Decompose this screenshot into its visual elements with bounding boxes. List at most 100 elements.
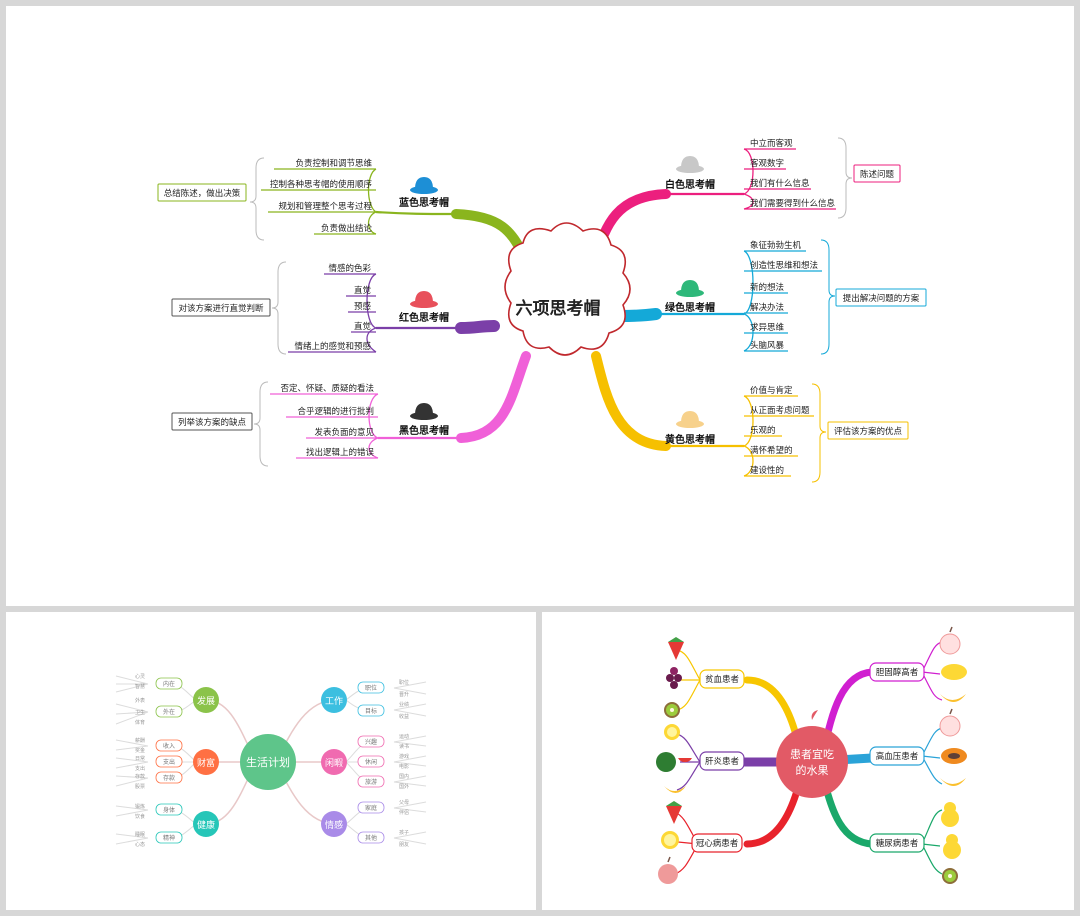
white-note: 陈述问题	[860, 169, 895, 180]
red-item: 预感	[354, 301, 372, 312]
yellow-item: 从正面考虑问题	[750, 405, 810, 416]
fruit-center-title: 患者宜吃	[790, 747, 834, 761]
life-leaf: 晋升	[399, 691, 409, 698]
strawberry-icon	[668, 642, 684, 660]
blue-hat-icon	[410, 177, 438, 194]
kiwi-icon-2	[942, 868, 958, 884]
green-item: 解决办法	[750, 302, 784, 313]
fruit-label-hepatitis: 肝炎患者	[705, 756, 740, 767]
life-leaf: 业绩	[399, 701, 409, 708]
yellow-sub-lines	[741, 395, 814, 477]
white-item: 我们需要得到什么信息	[750, 198, 836, 209]
life-node-health	[193, 811, 219, 837]
life-plan-mindmap: 生活计划 发展 财富 健康 工作 闲暇 情感 内在 外在 收入 支出 存款 身体…	[115, 673, 427, 848]
yellow-hat-icon	[676, 411, 704, 428]
banana-icon	[664, 786, 686, 793]
apple-icon	[658, 856, 678, 884]
life-leaf: 睡眠	[135, 831, 145, 838]
green-hat-icon	[676, 280, 704, 297]
mango-icon	[941, 664, 967, 680]
life-leaf: 智慧	[135, 683, 145, 690]
life-leaf: 存款	[135, 773, 145, 780]
life-leaf: 国内	[399, 773, 409, 780]
life-sub-label: 支出	[163, 758, 175, 766]
fruit-label-bp: 高血压患者	[876, 751, 919, 762]
blue-item: 负责控制和调节思维	[295, 158, 372, 169]
blue-hat-title: 蓝色思考帽	[399, 196, 449, 209]
green-item: 头脑风暴	[750, 340, 785, 351]
banana-icon-2	[940, 694, 966, 702]
red-item: 直觉	[354, 321, 372, 332]
life-leaf: 伴侣	[399, 809, 409, 816]
green-item: 求异思维	[750, 322, 785, 333]
center-cloud	[504, 222, 631, 356]
life-leaf: 游戏	[399, 753, 409, 760]
red-note: 对该方案进行直觉判断	[178, 303, 264, 314]
life-node-leisure	[321, 749, 347, 775]
life-node-label: 闲暇	[325, 758, 343, 769]
life-sub-label: 身体	[163, 806, 175, 814]
life-leaf: 国外	[399, 783, 409, 790]
white-hat-title: 白色思考帽	[665, 178, 715, 191]
life-sub-label: 收入	[163, 742, 175, 750]
life-node-label: 发展	[197, 695, 215, 707]
life-node-label: 情感	[325, 819, 343, 831]
life-leaf: 心灵	[135, 673, 145, 680]
life-center-title: 生活计划	[246, 755, 290, 769]
red-sub-lines	[288, 273, 379, 353]
watermelon-icon	[656, 752, 692, 772]
yellow-branch	[591, 351, 671, 451]
fruit-mindmap: 患者宜吃 的水果 贫血患者 肝炎患者 冠心病患者 胆固醇高者 高血压患者 糖尿病…	[656, 626, 967, 884]
green-item: 新的想法	[750, 282, 784, 293]
green-branch	[615, 308, 662, 322]
yellow-hat-title: 黄色思考帽	[665, 433, 715, 446]
lemon-icon	[664, 724, 680, 740]
black-note: 列举该方案的缺点	[178, 417, 247, 428]
fruit-center-node	[776, 726, 848, 798]
life-leaf: 心态	[135, 841, 145, 848]
yellow-item: 建设性的	[750, 465, 784, 476]
red-hat-icon	[410, 291, 438, 308]
life-leaf: 奖金	[135, 747, 145, 754]
life-center-node	[240, 734, 296, 790]
white-item: 我们有什么信息	[750, 178, 810, 189]
fruit-label-heart: 冠心病患者	[696, 838, 739, 849]
apple-icon-2	[939, 626, 961, 655]
life-node-wealth	[193, 749, 219, 775]
life-leaf: 朋友	[399, 841, 409, 848]
grape-icon	[666, 667, 682, 689]
apple-leaf-icon	[811, 710, 818, 720]
red-item: 情感的色彩	[328, 263, 371, 274]
red-item: 直觉	[354, 285, 372, 296]
life-leaf: 收益	[399, 713, 409, 720]
blue-note: 总结陈述，做出决策	[164, 188, 241, 199]
life-leaf: 体育	[135, 719, 145, 726]
black-item: 发表负面的意见	[314, 427, 374, 438]
blue-item: 负责做出结论	[321, 223, 373, 234]
yellow-item: 乐观的	[750, 425, 776, 436]
green-sub-lines	[741, 250, 822, 352]
life-sub-label: 精神	[163, 834, 175, 842]
blue-item: 规划和管理整个思考过程	[278, 201, 372, 212]
life-sub-label: 职位	[365, 684, 377, 692]
apple-icon-3	[939, 708, 961, 737]
white-item: 客观数字	[750, 158, 784, 169]
black-hat-title: 黑色思考帽	[399, 424, 449, 437]
life-sub-label: 存款	[163, 774, 175, 782]
green-hat-title: 绿色思考帽	[665, 301, 715, 314]
green-item: 象征勃勃生机	[750, 240, 802, 251]
fruit-label-anemia: 贫血患者	[705, 674, 740, 685]
fruit-panel: 患者宜吃 的水果 贫血患者 肝炎患者 冠心病患者 胆固醇高者 高血压患者 糖尿病…	[542, 612, 1074, 910]
six-hats-mindmap: 六项思考帽 蓝色思考帽 负责控制和调节思维 控制各种思考帽的使用顺序 规划和管理…	[157, 137, 927, 483]
red-branch	[455, 320, 500, 334]
life-leaf: 支出	[135, 765, 145, 772]
fruit-label-cholesterol: 胆固醇高者	[876, 667, 919, 678]
fruit-label-diabetes: 糖尿病患者	[876, 838, 919, 849]
life-leaf: 饮食	[135, 813, 145, 820]
life-node-work	[321, 687, 347, 713]
pear-icon	[941, 802, 959, 827]
lemon-icon-2	[661, 831, 679, 849]
red-hat-title: 红色思考帽	[399, 311, 449, 324]
life-plan-panel: 生活计划 发展 财富 健康 工作 闲暇 情感 内在 外在 收入 支出 存款 身体…	[6, 612, 536, 910]
life-leaf: 运动	[399, 733, 409, 740]
